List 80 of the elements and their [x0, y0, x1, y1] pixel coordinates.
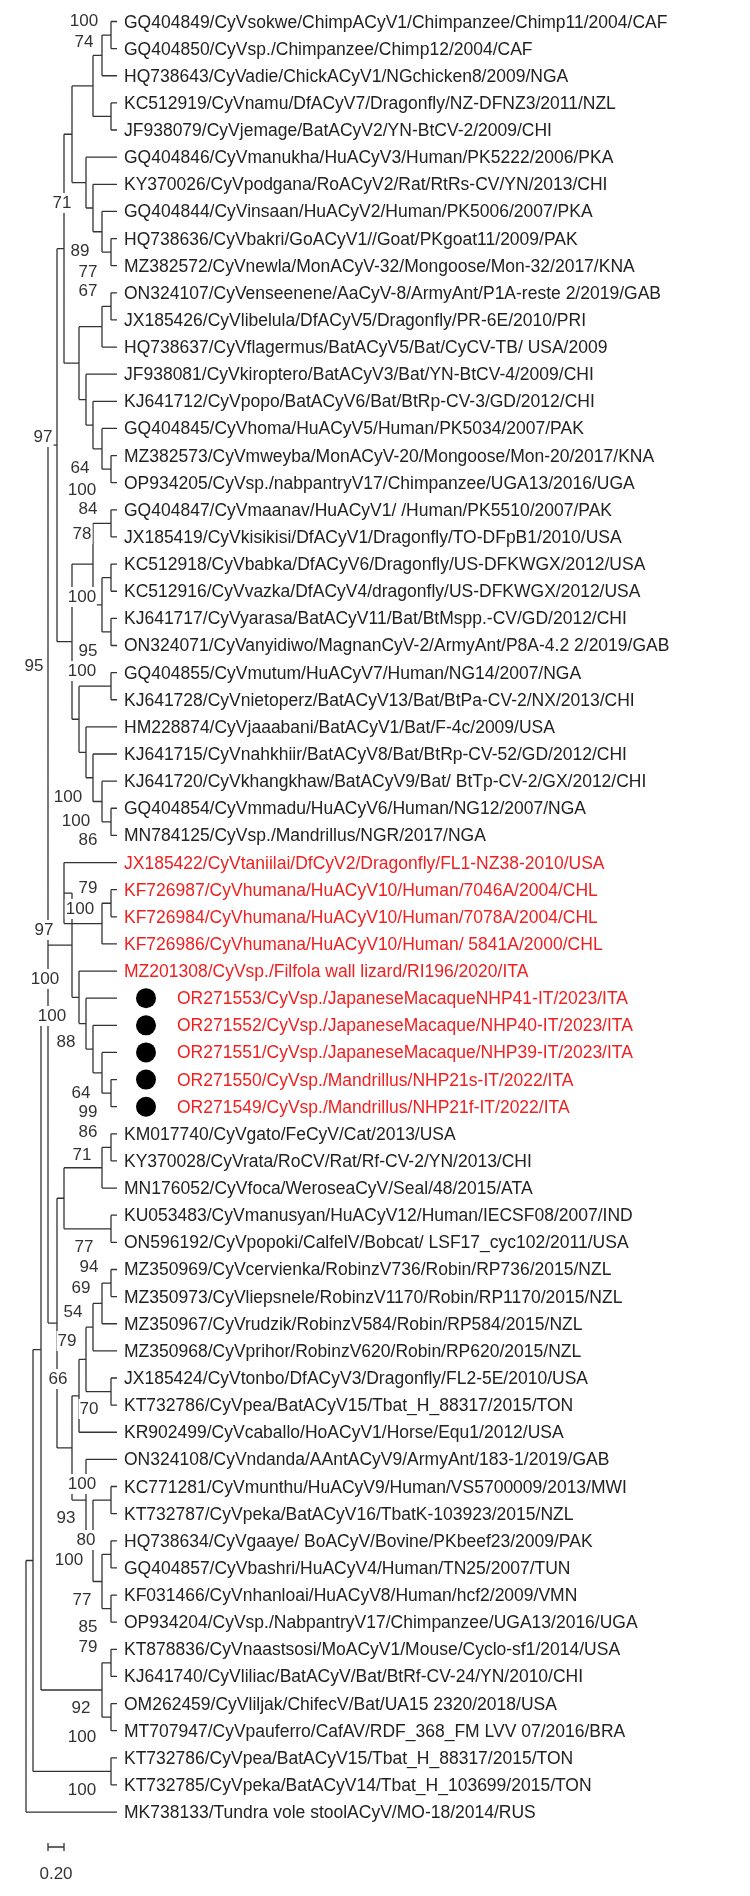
bootstrap-value: 71	[51, 193, 73, 213]
bootstrap-value: 100	[66, 661, 98, 681]
taxon-label: KT732787/CyVpeka/BatACyV16/TbatK-103923/2015/NZL	[124, 1503, 574, 1524]
bootstrap-value: 97	[33, 920, 55, 940]
taxon-label: KJ641720/CyVkhangkhaw/BatACyV9/Bat/ BtTp-CV-2/GX/2012/CHI	[124, 771, 647, 792]
taxon-label: KU053483/CyVmanusyan/HuACyV12/Human/IECSF08/2007/IND	[124, 1205, 633, 1226]
bootstrap-value: 100	[66, 587, 98, 607]
taxon-label: OR271551/CyVsp./JapaneseMacaque/NHP39-IT/2023/ITA	[177, 1042, 633, 1063]
taxon-label: GQ404846/CyVmanukha/HuACyV3/Human/PK5222/2006/PKA	[124, 147, 614, 168]
taxon-label: KF726986/CyVhumana/HuACyV10/Human/ 5841A/2000/CHL	[124, 933, 603, 954]
taxon-label: KF726984/CyVhumana/HuACyV10/Human/7078A/2004/CHL	[124, 906, 598, 927]
bootstrap-value: 100	[29, 969, 61, 989]
taxon-label: JF938079/CyVjemage/BatACyV2/YN-BtCV-2/2009/CHI	[124, 120, 552, 140]
taxon-label: KT878836/CyVnaastsosi/MoACyV1/Mouse/Cyclo-sf1/2014/USA	[124, 1639, 621, 1660]
taxon-label: KT732786/CyVpea/BatACyV15/Tbat_H_88317/2015/TON	[124, 1395, 574, 1416]
taxon-label: KT732785/CyVpeka/BatACyV14/Tbat_H_103699/2015/TON	[124, 1774, 592, 1795]
bootstrap-value: 80	[75, 1530, 97, 1550]
taxon-label: KJ641715/CyVnahkhiir/BatACyV8/Bat/BtRp-CV-52/GD/2012/CHI	[124, 744, 627, 764]
taxon-label: KJ641717/CyVyarasa/BatACyV11/Bat/BtMspp.-CV/GD/2012/CHI	[124, 608, 627, 629]
taxon-label: KJ641712/CyVpopo/BatACyV6/Bat/BtRp-CV-3/GD/2012/CHI	[124, 391, 595, 412]
taxon-label: GQ404844/CyVinsaan/HuACyV2/Human/PK5006/2007/PKA	[124, 201, 593, 222]
bootstrap-value: 79	[56, 1331, 78, 1351]
bootstrap-value: 100	[36, 1006, 68, 1026]
taxon-label: KJ641728/CyVnietoperz/BatACyV13/Bat/BtPa-CV-2/NX/2013/CHI	[124, 689, 635, 710]
taxon-label: ON324108/CyVndanda/AAntACyV9/ArmyAnt/183-1/2019/GAB	[124, 1449, 610, 1470]
taxon-label: MN176052/CyVfoca/WeroseaCyV/Seal/48/2015/ATA	[124, 1178, 533, 1199]
taxon-label: JX185422/CyVtaniilai/DfCyV2/Dragonfly/FL1-NZ38-2010/USA	[124, 852, 605, 873]
taxon-label: OR271552/CyVsp./JapaneseMacaque/NHP40-IT/2023/ITA	[177, 1015, 633, 1036]
taxon-label: GQ404845/CyVhoma/HuACyV5/Human/PK5034/2007/PAK	[124, 418, 584, 439]
taxon-label: GQ404849/CyVsokwe/ChimpACyV1/Chimpanzee/Chimp11/2004/CAF	[124, 11, 668, 32]
taxon-label: MZ350968/CyVprihor/RobinzV620/Robin/RP620/2015/NZL	[124, 1340, 582, 1361]
taxon-label: OM262459/CyVliljak/ChifecV/Bat/UA15 2320/2018/USA	[124, 1693, 557, 1714]
taxon-label: GQ404850/CyVsp./Chimpanzee/Chimp12/2004/CAF	[124, 38, 533, 59]
taxon-label: OP934204/CyVsp./NabpantryV17/Chimpanzee/UGA13/2016/UGA	[124, 1612, 638, 1633]
taxon-label: MN784125/CyVsp./Mandrillus/NGR/2017/NGA	[124, 825, 486, 846]
taxon-label: HQ738636/CyVbakri/GoACyV1//Goat/PKgoat11/2009/PAK	[124, 228, 578, 249]
taxon-label: KC771281/CyVmunthu/HuACyV9/Human/VS5700009/2013/MWI	[124, 1476, 627, 1497]
taxon-label: OR271550/CyVsp./Mandrillus/NHP21s-IT/2022/ITA	[177, 1069, 574, 1090]
taxon-label: JF938081/CyVkiroptero/BatACyV3/Bat/YN-BtCV-4/2009/CHI	[124, 364, 594, 385]
taxon-label: MZ382572/CyVnewla/MonACyV-32/Mongoose/Mon-32/2017/KNA	[124, 255, 635, 276]
taxon-label: HQ738634/CyVgaaye/ BoACyV/Bovine/PKbeef23/2009/PAK	[124, 1530, 593, 1551]
taxon-label: OR271549/CyVsp./Mandrillus/NHP21f-IT/2022/ITA	[177, 1096, 570, 1117]
taxon-label: MT707947/CyVpauferro/CafAV/RDF_368_FM LVV 07/2016/BRA	[124, 1720, 626, 1741]
taxon-label: KY370028/CyVrata/RoCV/Rat/Rf-CV-2/YN/2013/CHI	[124, 1150, 532, 1171]
taxon-label: MZ382573/CyVmweyba/MonACyV-20/Mongoose/Mon-20/2017/KNA	[124, 445, 655, 466]
taxon-label: JX185424/CyVtonbo/DfACyV3/Dragonfly/FL2-5E/2010/USA	[124, 1368, 588, 1388]
taxon-label: GQ404857/CyVbashri/HuACyV4/Human/TN25/2007/TUN	[124, 1557, 571, 1578]
taxon-label: ON324107/CyVenseenene/AaCyV-8/ArmyAnt/P1A-reste 2/2019/GAB	[124, 282, 661, 303]
bootstrap-value: 100	[66, 1474, 98, 1494]
taxon-label: HQ738643/CyVadie/ChickACyV1/NGchicken8/2009/NGA	[124, 65, 569, 86]
taxon-label: MZ201308/CyVsp./Filfola wall lizard/RI196/2020/ITA	[124, 961, 529, 982]
taxon-label: JX185419/CyVkisikisi/DfACyV1/Dragonfly/TO-DFpB1/2010/USA	[124, 526, 622, 547]
taxon-label: OR271553/CyVsp./JapaneseMacaqueNHP41-IT/2023/ITA	[177, 988, 629, 1009]
taxon-label: KY370026/CyVpodgana/RoACyV2/Rat/RtRs-CV/YN/2013/CHI	[124, 174, 608, 195]
taxon-label: MZ350973/CyVliepsnele/RobinzV1170/Robin/RP1170/2015/NZL	[124, 1286, 623, 1307]
taxon-label: OP934205/CyVsp./nabpantryV17/Chimpanzee/UGA13/2016/UGA	[124, 472, 635, 493]
taxon-label: KC512919/CyVnamu/DfACyV7/Dragonfly/NZ-DFNZ3/2011/NZL	[124, 92, 616, 113]
taxon-label: KC512916/CyVvazka/DfACyV4/dragonfly/US-DFKWGX/2012/USA	[124, 581, 641, 602]
bootstrap-value: 70	[78, 1399, 100, 1419]
taxon-label: KR902499/CyVcaballo/HoACyV1/Horse/Equ1/2012/USA	[124, 1422, 564, 1443]
taxon-label: KT732786/CyVpea/BatACyV15/Tbat_H_88317/2015/TON	[124, 1747, 574, 1768]
bootstrap-value: 100	[64, 899, 96, 919]
taxon-label: GQ404847/CyVmaanav/HuACyV1/ /Human/PK5510/2007/PAK	[124, 499, 612, 520]
taxon-label: KJ641740/CyVliliac/BatACyV/Bat/BtRf-CV-24/YN/2010/CHI	[124, 1666, 584, 1687]
taxon-label: GQ404855/CyVmutum/HuACyV7/Human/NG14/2007/NGA	[124, 662, 582, 683]
taxon-label: KM017740/CyVgato/FeCyV/Cat/2013/USA	[124, 1123, 456, 1144]
taxon-label: ON596192/CyVpopoki/CalfelV/Bobcat/ LSF17_cyc102/2011/USA	[124, 1232, 629, 1253]
taxon-label: ON324071/CyVanyidiwo/MagnanCyV-2/ArmyAnt/P8A-4.2 2/2019/GAB	[124, 635, 670, 656]
taxon-label: MZ350967/CyVrudzik/RobinzV584/Robin/RP584/2015/NZL	[124, 1313, 583, 1334]
taxon-label: KF031466/CyVnhanloai/HuACyV8/Human/hcf2/2009/VMN	[124, 1585, 578, 1606]
taxon-label: KF726987/CyVhumana/HuACyV10/Human/7046A/2004/CHL	[124, 879, 598, 900]
taxon-label: HM228874/CyVjaaabani/BatACyV1/Bat/F-4c/2009/USA	[124, 716, 555, 737]
taxon-label: HQ738637/CyVflagermus/BatACyV5/Bat/CyCV-TB/ USA/2009	[124, 337, 608, 358]
taxon-label: MK738133/Tundra vole stoolACyV/MO-18/2014/RUS	[124, 1802, 536, 1823]
bootstrap-value: 66	[47, 1369, 69, 1389]
taxon-label: GQ404854/CyVmmadu/HuACyV6/Human/NG12/2007/NGA	[124, 798, 587, 819]
taxon-label: MZ350969/CyVcervienka/RobinzV736/Robin/RP736/2015/NZL	[124, 1259, 612, 1280]
taxon-label: JX185426/CyVlibelula/DfACyV5/Dragonfly/PR-6E/2010/PRI	[124, 309, 587, 330]
taxon-label: KC512918/CyVbabka/DfACyV6/Dragonfly/US-DFKWGX/2012/USA	[124, 554, 646, 575]
bootstrap-value: 97	[32, 427, 54, 447]
